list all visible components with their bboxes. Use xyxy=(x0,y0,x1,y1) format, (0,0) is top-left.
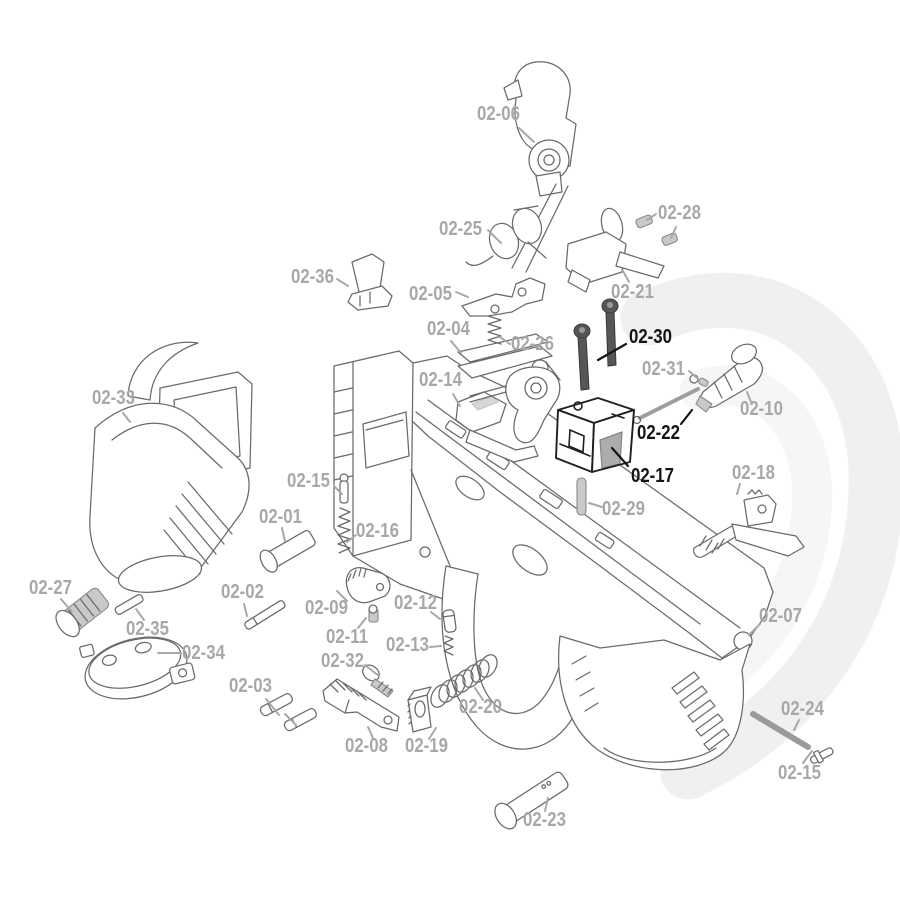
watermark xyxy=(620,272,900,800)
grip-serrations xyxy=(671,671,730,751)
part-frame xyxy=(333,350,774,771)
leader-02-07 xyxy=(748,623,761,636)
part-plunger-spring xyxy=(576,477,587,516)
leader-02-19 xyxy=(428,727,437,740)
leader-02-25 xyxy=(487,229,502,244)
leader-02-17 xyxy=(610,446,630,468)
part-slide-stop xyxy=(692,489,805,558)
leader-lines xyxy=(60,127,813,812)
leader-02-11 xyxy=(357,617,367,629)
leader-02-26 xyxy=(499,336,511,345)
leader-02-28 xyxy=(670,226,677,239)
part-pin-15-left xyxy=(339,473,349,504)
part-pins-03 xyxy=(259,693,317,732)
leader-02-22 xyxy=(679,408,694,426)
part-set-screws xyxy=(635,214,678,246)
leader-02-01 xyxy=(281,527,286,542)
part-screw-11 xyxy=(368,604,379,623)
part-block-19 xyxy=(407,686,432,733)
leader-02-15 xyxy=(333,485,343,495)
part-spring-24 xyxy=(750,711,811,750)
part-cylinder-12 xyxy=(442,609,457,633)
part-hammer xyxy=(503,61,577,273)
part-grip-shell xyxy=(89,341,253,593)
leader-02-12 xyxy=(430,611,441,620)
part-lock-pin xyxy=(632,387,700,425)
part-housing-screws xyxy=(573,298,619,391)
part-sear-lever xyxy=(461,277,546,317)
leader-02-02 xyxy=(243,603,248,617)
part-spring-16 xyxy=(337,507,351,554)
leader-02-18 xyxy=(736,483,741,495)
leader-02-24 xyxy=(793,719,800,731)
part-spring-13 xyxy=(443,635,454,656)
part-safety-assembly xyxy=(565,207,665,293)
part-sear-plate xyxy=(457,333,561,381)
leader-02-32 xyxy=(364,664,380,677)
leader-02-29 xyxy=(588,502,603,508)
leader-02-28 xyxy=(646,213,657,221)
part-base-plate xyxy=(79,636,196,700)
leader-02-20 xyxy=(474,687,484,701)
leader-02-14 xyxy=(452,393,461,407)
part-torsion-spring xyxy=(465,205,547,266)
part-pin-15-right xyxy=(809,747,834,764)
part-sear-spring xyxy=(487,304,502,345)
leader-02-27 xyxy=(60,598,73,613)
leader-02-06 xyxy=(518,127,535,143)
part-hammer-housing xyxy=(555,397,635,473)
leader-02-31 xyxy=(688,370,699,380)
leader-02-09 xyxy=(336,590,348,602)
leader-02-35 xyxy=(135,608,145,621)
leader-02-04 xyxy=(450,340,462,354)
leader-02-03 xyxy=(284,713,297,726)
leader-02-23 xyxy=(544,797,549,812)
leader-02-13 xyxy=(429,645,442,648)
part-plug-27 xyxy=(55,587,110,638)
leader-02-30 xyxy=(596,342,628,362)
leader-02-05 xyxy=(455,291,469,298)
leader-02-08 xyxy=(367,726,374,739)
leader-02-16 xyxy=(346,534,357,543)
leader-02-33 xyxy=(122,412,131,423)
leader-02-03 xyxy=(265,698,280,716)
part-spring-20 xyxy=(430,654,498,708)
part-trigger xyxy=(469,366,561,444)
part-seat xyxy=(347,253,393,311)
part-safety-lever xyxy=(695,343,764,413)
part-pin-23 xyxy=(494,771,569,830)
leader-02-21 xyxy=(622,270,630,283)
part-trigger-bar xyxy=(455,391,539,463)
part-serrated-plate xyxy=(322,678,400,732)
part-pin-35 xyxy=(114,594,144,615)
part-small-screw xyxy=(689,374,709,387)
part-pin-01 xyxy=(259,530,316,573)
leader-02-15 xyxy=(802,750,813,764)
leader-02-36 xyxy=(336,278,349,287)
part-pin-02 xyxy=(244,600,286,630)
part-screw-32 xyxy=(362,664,394,698)
leader-02-10 xyxy=(746,391,752,403)
part-knob-09 xyxy=(345,567,391,604)
